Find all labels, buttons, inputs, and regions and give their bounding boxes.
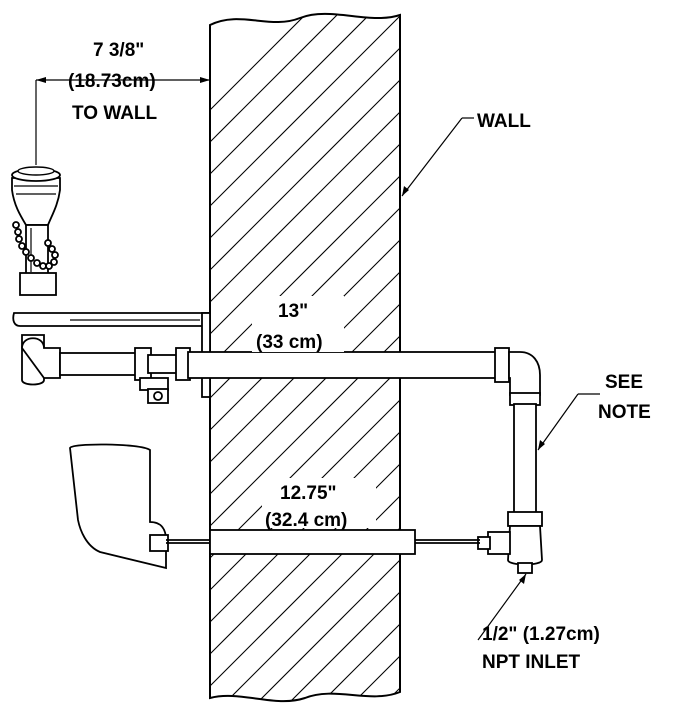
- hatch-line: [560, 0, 682, 709]
- hatch-line: [210, 13, 400, 702]
- dim-lower-label-2: (32.4 cm): [265, 510, 347, 531]
- see-note-label-2: NOTE: [598, 402, 651, 423]
- hatch-line: [271, 13, 400, 702]
- inlet-callout: 1/2" (1.27cm) NPT INLET: [477, 573, 600, 673]
- dimension-to-wall: 7 3/8" (18.73cm) TO WALL: [35, 40, 210, 165]
- hatch-line: [210, 13, 400, 702]
- hatch-line: [210, 13, 385, 702]
- hatch-line: [210, 13, 400, 702]
- see-note-label-1: SEE: [605, 372, 643, 393]
- hatch-line: [210, 13, 400, 702]
- dimension-lower: 12.75" (32.4 cm): [262, 478, 376, 531]
- hatch-line: [210, 13, 353, 702]
- dimension-upper: 13" (33 cm): [252, 296, 344, 353]
- dim-upper-label-2: (33 cm): [256, 332, 323, 353]
- dim-to-wall-label-3: TO WALL: [72, 103, 158, 124]
- hatch-line: [210, 13, 400, 702]
- dim-lower-label-1: 12.75": [280, 483, 337, 504]
- hatch-line: [210, 13, 400, 702]
- hatch-line: [210, 13, 400, 702]
- dim-upper-label-1: 13": [278, 301, 308, 322]
- wall-callout: WALL: [401, 106, 540, 197]
- hatch-line: [210, 13, 400, 702]
- hatch-line: [239, 13, 400, 702]
- inlet-label-2: NPT INLET: [482, 652, 581, 673]
- hatch-line: [528, 0, 682, 709]
- stop-valve: [477, 511, 543, 574]
- supply-pipe-upper: [21, 334, 541, 515]
- support-rod-lower: [69, 443, 480, 570]
- dim-to-wall-label-1: 7 3/8": [93, 40, 144, 61]
- see-note-callout: SEE NOTE: [537, 372, 651, 451]
- hatch-line: [656, 0, 682, 709]
- bubbler-head: [11, 166, 61, 296]
- hatch-line: [592, 0, 682, 709]
- hatch-line: [624, 0, 682, 709]
- dim-to-wall-label-2: (18.73cm): [68, 71, 156, 92]
- inlet-label-1: 1/2" (1.27cm): [482, 624, 600, 645]
- wall-label: WALL: [477, 111, 531, 132]
- bead-chain: [12, 221, 59, 270]
